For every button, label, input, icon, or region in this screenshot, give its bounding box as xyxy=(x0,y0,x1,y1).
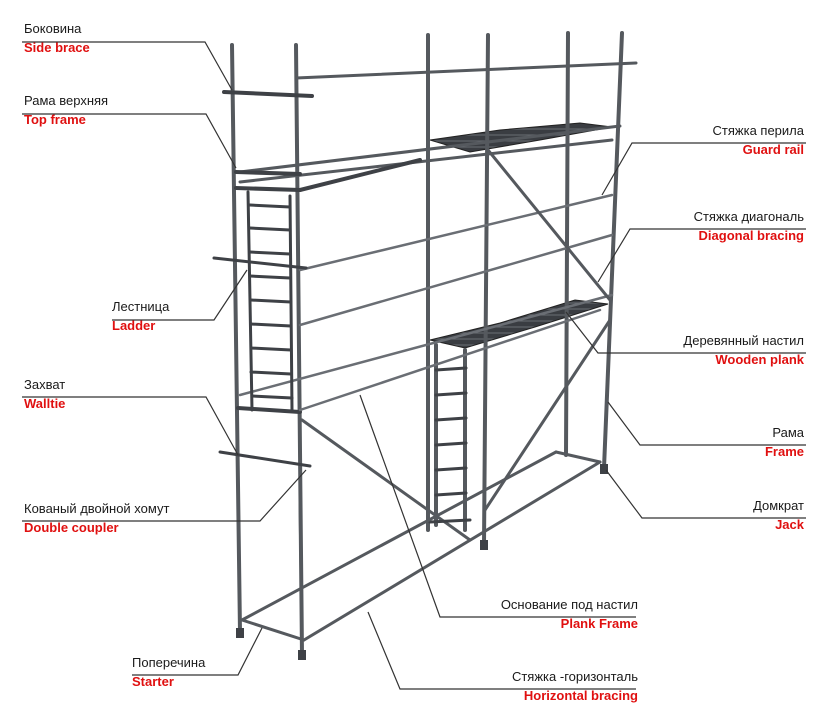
label-starter: Поперечина Starter xyxy=(132,655,206,690)
label-en: Top frame xyxy=(24,111,86,127)
ladder-left xyxy=(246,190,294,412)
leader-jack xyxy=(605,469,806,519)
label-side-brace: Боковина Side brace xyxy=(24,21,90,56)
label-en: Plank Frame xyxy=(560,615,638,631)
leader-walltie xyxy=(22,396,239,456)
middle-plank xyxy=(429,299,609,349)
label-plank-frame: Основание под настил Plank Frame xyxy=(500,597,638,632)
label-ru: Рама верхняя xyxy=(24,93,109,108)
label-walltie: Захват Walltie xyxy=(24,377,66,412)
label-ru: Лестница xyxy=(112,299,170,314)
side-brace xyxy=(222,90,314,98)
top-frame xyxy=(234,158,422,414)
label-en: Horizontal bracing xyxy=(523,687,638,703)
label-ru: Кованый двойной хомут xyxy=(24,501,170,516)
label-en: Guard rail xyxy=(742,141,804,157)
label-wooden-plank: Деревянный настил Wooden plank xyxy=(683,333,804,368)
vertical-posts xyxy=(230,31,624,657)
label-ladder: Лестница Ladder xyxy=(112,299,170,334)
label-en: Walltie xyxy=(24,395,66,411)
label-guard-rail: Стяжка перила Guard rail xyxy=(712,123,804,158)
leader-wooden-plank xyxy=(565,311,806,354)
walltie xyxy=(212,256,312,468)
jacks xyxy=(236,464,608,660)
label-ru: Рама xyxy=(772,425,804,440)
ladder-right xyxy=(428,366,472,524)
leader-frame xyxy=(607,401,806,446)
leader-side-brace xyxy=(22,41,233,91)
leader-starter xyxy=(132,627,263,676)
label-en: Side brace xyxy=(24,39,90,55)
label-ru: Боковина xyxy=(24,21,82,36)
label-en: Double coupler xyxy=(24,519,119,535)
label-en: Wooden plank xyxy=(715,351,804,367)
label-double-coupler: Кованый двойной хомут Double coupler xyxy=(24,501,170,536)
label-ru: Стяжка -горизонталь xyxy=(511,669,638,684)
leader-top-frame xyxy=(22,113,237,169)
guard-rails xyxy=(238,193,614,412)
label-ru: Домкрат xyxy=(753,498,804,513)
label-ru: Стяжка перила xyxy=(712,123,804,138)
label-en: Starter xyxy=(132,673,174,689)
label-ru: Поперечина xyxy=(132,655,206,670)
leader-guard-rail xyxy=(601,142,806,196)
label-en: Ladder xyxy=(112,317,156,333)
label-ru: Стяжка диагональ xyxy=(693,209,804,224)
leader-horizontal-bracing xyxy=(367,611,636,690)
label-frame: Рама Frame xyxy=(764,425,804,460)
label-diagonal-bracing: Стяжка диагональ Diagonal bracing xyxy=(693,209,804,244)
label-ru: Захват xyxy=(24,377,66,392)
label-jack: Домкрат Jack xyxy=(753,498,804,533)
leader-lines xyxy=(22,41,806,690)
label-horizontal-bracing: Стяжка -горизонталь Horizontal bracing xyxy=(511,669,638,704)
leader-double-coupler xyxy=(22,469,307,522)
leader-diagonal-bracing xyxy=(597,228,806,283)
label-en: Frame xyxy=(764,443,804,459)
leader-ladder xyxy=(112,269,248,321)
label-ru: Основание под настил xyxy=(500,597,638,612)
top-guard-rail xyxy=(238,61,638,184)
base-frame xyxy=(240,450,602,642)
label-ru: Деревянный настил xyxy=(683,333,804,348)
label-en: Diagonal bracing xyxy=(698,227,804,243)
leader-plank-frame xyxy=(359,394,636,618)
label-en: Jack xyxy=(775,516,804,532)
label-top-frame: Рама верхняя Top frame xyxy=(24,93,109,128)
